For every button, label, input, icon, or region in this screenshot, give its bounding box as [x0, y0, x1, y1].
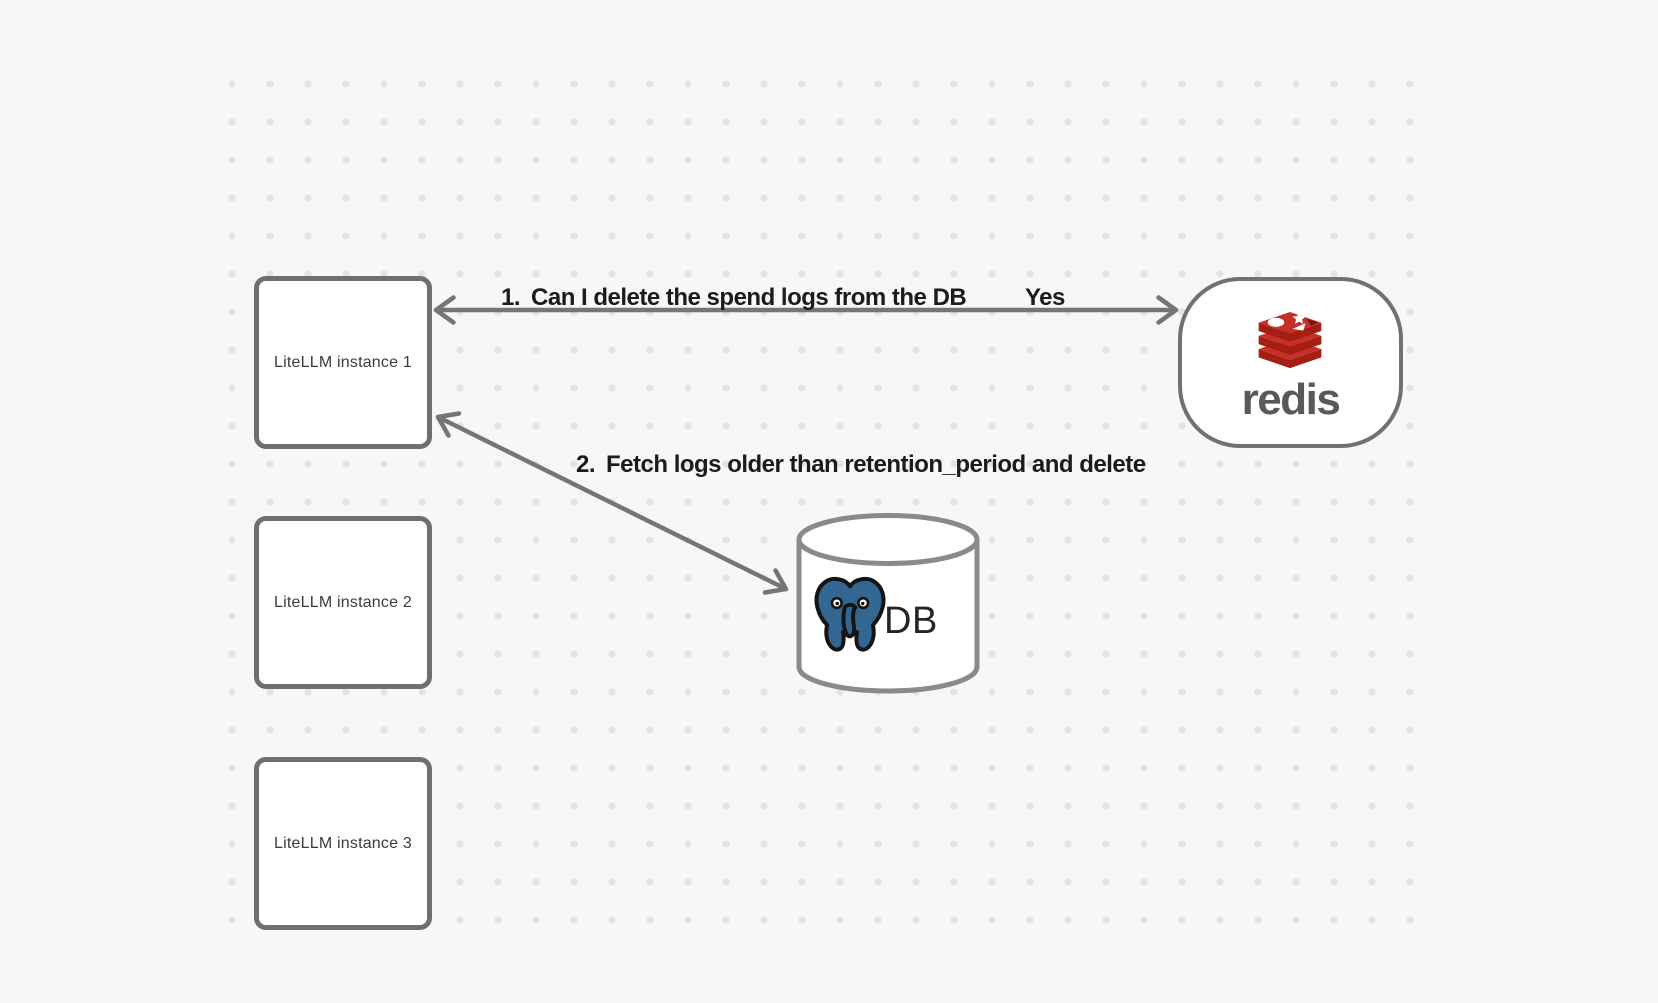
message-2-step: 2.	[576, 451, 596, 478]
redis-node: redis	[1178, 277, 1403, 448]
litellm-instance-3-node: LiteLLM instance 3	[254, 757, 432, 930]
message-1-caption: 1. Can I delete the spend logs from the D…	[501, 284, 967, 312]
litellm-instance-3-label: LiteLLM instance 3	[274, 834, 412, 852]
litellm-instance-1-label: LiteLLM instance 1	[274, 353, 412, 371]
message-2-caption: 2. Fetch logs older than retention_period…	[576, 451, 1146, 479]
database-node: DB	[794, 512, 984, 698]
database-cylinder-icon	[796, 513, 980, 694]
postgresql-elephant-icon	[814, 576, 886, 652]
database-label: DB	[884, 600, 938, 642]
redis-wordmark: redis	[1241, 375, 1341, 424]
message-1-step: 1.	[501, 284, 521, 311]
litellm-instance-2-node: LiteLLM instance 2	[254, 516, 432, 689]
message-1-response: Yes	[1025, 284, 1065, 311]
message-2-text: Fetch logs older than retention_period a…	[606, 451, 1146, 478]
litellm-instance-1-node: LiteLLM instance 1	[254, 276, 432, 449]
message-1-text: Can I delete the spend logs from the DB	[531, 284, 967, 311]
litellm-instance-2-label: LiteLLM instance 2	[274, 593, 412, 611]
redis-logo-icon	[1258, 312, 1322, 369]
